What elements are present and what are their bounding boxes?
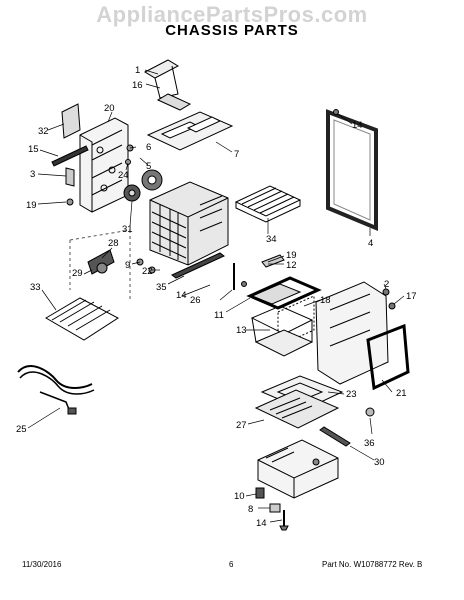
callout-16: 16 bbox=[132, 80, 143, 91]
part-8-spring bbox=[269, 503, 281, 513]
part-13-drawer bbox=[250, 305, 314, 357]
callout-32: 32 bbox=[38, 126, 49, 137]
callout-33: 33 bbox=[30, 282, 41, 293]
callout-7: 7 bbox=[234, 149, 239, 160]
part-35-bar bbox=[171, 252, 225, 279]
callout-24: 24 bbox=[118, 170, 129, 181]
callout-12: 12 bbox=[286, 260, 297, 271]
callout-9: 9 bbox=[125, 260, 130, 271]
callout-14-c: 14 bbox=[256, 518, 267, 529]
callout-23: 23 bbox=[346, 389, 357, 400]
dashed-guides bbox=[69, 229, 131, 300]
callout-36: 36 bbox=[364, 438, 375, 449]
callout-3: 3 bbox=[30, 169, 35, 180]
callout-8: 8 bbox=[248, 504, 253, 515]
callout-28: 28 bbox=[108, 238, 119, 249]
callout-11: 11 bbox=[214, 310, 224, 321]
callout-15: 15 bbox=[28, 144, 39, 155]
footer-date: 11/30/2016 bbox=[22, 560, 62, 569]
callout-19-a: 19 bbox=[26, 200, 37, 211]
part-5-fan bbox=[141, 169, 163, 191]
footer-part-number: Part No. W10788772 Rev. B bbox=[322, 560, 423, 569]
part-34-oven-rack bbox=[234, 185, 302, 223]
part-14-screw-bottom bbox=[279, 510, 289, 531]
part-3-bracket bbox=[65, 167, 75, 187]
part-27-pan bbox=[254, 389, 340, 429]
callout-13: 13 bbox=[236, 325, 247, 336]
callout-6: 6 bbox=[146, 142, 151, 153]
part-17-screw bbox=[388, 302, 396, 310]
callout-labels: 1 16 20 32 5 6 7 14 15 3 24 19 31 28 34 … bbox=[16, 65, 417, 529]
burner-base-assembly bbox=[257, 439, 339, 499]
callout-22: 22 bbox=[142, 266, 153, 277]
callout-19-b: 19 bbox=[286, 250, 297, 261]
part-24-clip bbox=[125, 159, 131, 165]
chassis-body bbox=[149, 181, 229, 266]
callout-4: 4 bbox=[368, 238, 373, 249]
part-30-burner-bar bbox=[319, 426, 351, 447]
part-15-bar bbox=[51, 145, 89, 167]
part-28-knob-assembly bbox=[87, 249, 115, 275]
callout-1: 1 bbox=[135, 65, 140, 76]
part-7-top-panel bbox=[146, 111, 234, 151]
callout-29: 29 bbox=[72, 268, 83, 279]
part-14-screw-top bbox=[333, 109, 339, 115]
callout-26: 26 bbox=[190, 295, 201, 306]
part-14-screw-middle bbox=[241, 281, 247, 287]
part-36-button bbox=[365, 407, 375, 417]
part-21-door-panel bbox=[315, 281, 410, 391]
part-1-bracket bbox=[143, 59, 192, 111]
callout-10: 10 bbox=[234, 491, 245, 502]
callout-20: 20 bbox=[104, 103, 115, 114]
part-20-control-housing bbox=[79, 117, 129, 213]
part-32-plate bbox=[61, 103, 81, 139]
part-19-12-clip bbox=[261, 254, 285, 268]
callout-18: 18 bbox=[320, 295, 331, 306]
callout-35: 35 bbox=[156, 282, 167, 293]
part-4-door-frame bbox=[326, 109, 378, 231]
part-25-wire-harness bbox=[17, 365, 95, 415]
part-19-screw bbox=[66, 198, 74, 206]
part-33-rack bbox=[45, 297, 119, 341]
callout-17: 17 bbox=[406, 291, 417, 302]
page-title: CHASSIS PARTS bbox=[165, 22, 299, 39]
callout-5: 5 bbox=[146, 161, 151, 172]
part-31-fan-blade bbox=[123, 184, 141, 202]
callout-25: 25 bbox=[16, 424, 27, 435]
callout-34: 34 bbox=[266, 234, 277, 245]
watermark: AppliancePartsPros.com bbox=[96, 2, 368, 27]
callout-31: 31 bbox=[122, 224, 133, 235]
callout-14-a: 14 bbox=[352, 120, 363, 131]
callout-14-b: 14 bbox=[176, 290, 187, 301]
callout-21: 21 bbox=[396, 388, 407, 399]
callout-2: 2 bbox=[384, 279, 389, 290]
footer-page-number: 6 bbox=[229, 560, 234, 569]
part-10-fitting bbox=[255, 487, 265, 499]
part-11-bracket bbox=[246, 276, 322, 310]
callout-30: 30 bbox=[374, 457, 385, 468]
leader-lines bbox=[27, 69, 405, 523]
callout-27: 27 bbox=[236, 420, 247, 431]
